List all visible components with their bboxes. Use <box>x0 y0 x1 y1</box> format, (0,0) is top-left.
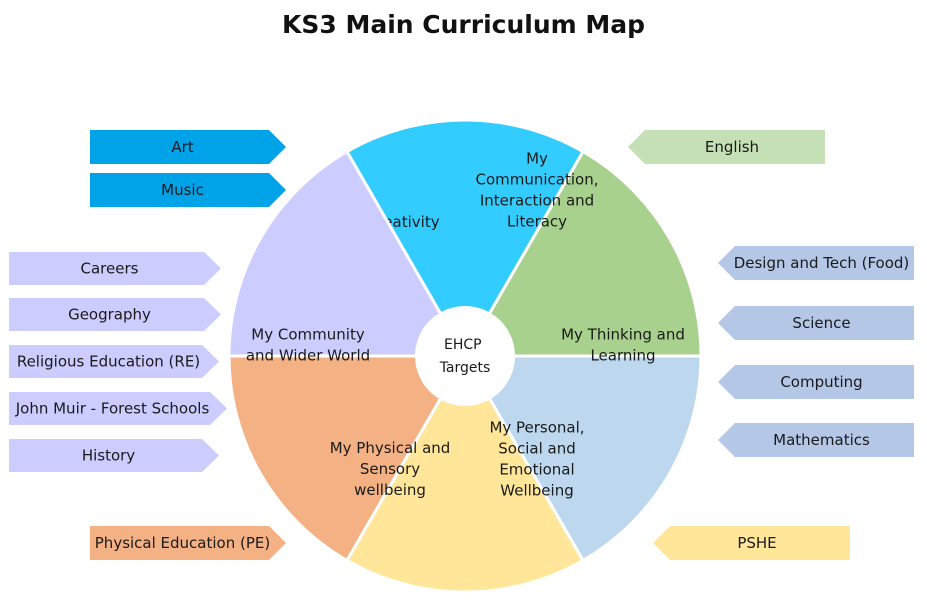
wheel-segment-label-line: Communication, <box>476 171 599 189</box>
subject-tag-shape <box>718 365 914 399</box>
subject-tag-shape <box>9 439 219 472</box>
subject-tag: Art <box>90 130 286 164</box>
subject-tag-shape <box>718 423 914 457</box>
subject-tag-label: PSHE <box>737 534 776 552</box>
wheel-segment-shape <box>463 354 703 562</box>
subject-tag-shape <box>90 526 286 560</box>
wheel-segment-label-line: My Personal, <box>489 419 584 437</box>
subject-tag-label: Careers <box>81 260 139 278</box>
center-circle <box>415 306 515 406</box>
subject-tag: Music <box>90 173 286 207</box>
wheel-segment-label-line: Learning <box>590 347 655 365</box>
subject-tag-label: Physical Education (PE) <box>95 534 270 552</box>
subject-tag: Science <box>718 306 914 340</box>
center-label-line: Targets <box>439 360 491 376</box>
subject-tag-shape <box>718 306 914 340</box>
wheel-segment-shape <box>227 150 467 358</box>
wheel-segment-shape <box>227 354 467 562</box>
center-label-line: EHCP <box>444 337 482 353</box>
wheel-segment-label-line: Literacy <box>507 213 567 231</box>
wheel-segment-label-line: wellbeing <box>354 481 426 499</box>
wheel-segment-label: My Community and Wider World <box>246 326 370 365</box>
subject-tag-label: Geography <box>68 306 151 324</box>
subject-tag-shape <box>9 345 219 378</box>
wheel-segment-shape <box>463 150 703 358</box>
subject-tag-label: Mathematics <box>773 431 870 449</box>
wheel-segment-community: My Community and Wider World <box>227 150 467 365</box>
subject-tag: Geography <box>9 298 221 331</box>
subject-tag: History <box>9 439 219 472</box>
subject-tag-label: Science <box>792 314 850 332</box>
wheel-segment-label-line: Interaction and <box>480 192 594 210</box>
subject-tag: English <box>628 130 825 164</box>
subject-tag-shape <box>9 298 221 331</box>
subject-tag: Design and Tech (Food) <box>718 246 914 280</box>
subject-tag-shape <box>90 130 286 164</box>
subject-tag: Computing <box>718 365 914 399</box>
subject-tag-label: John Muir - Forest Schools <box>15 400 210 418</box>
subject-tag: John Muir - Forest Schools <box>9 392 227 425</box>
wheel-segment-label-line: Sensory <box>360 460 420 478</box>
subject-tag-shape <box>718 246 914 280</box>
subject-tag-shape <box>653 526 850 560</box>
subject-tag-shape <box>90 173 286 207</box>
wheel-segment-shape <box>345 354 585 594</box>
subject-tag-shape <box>628 130 825 164</box>
subject-tag-label: Art <box>171 138 193 156</box>
page-title: KS3 Main Curriculum Map <box>281 10 646 39</box>
wheel-segment-label-line: Wellbeing <box>500 482 573 500</box>
wheel-segment-shape <box>345 118 585 358</box>
subject-tag-label: Music <box>161 181 204 199</box>
subject-tag-label: Design and Tech (Food) <box>734 254 910 272</box>
wheel-segment-label-line: Emotional <box>499 461 574 479</box>
subject-tag-shape <box>9 392 227 425</box>
subject-tag-label: History <box>82 447 135 465</box>
center-label: EHCP Targets <box>439 337 491 376</box>
wheel-segment-label-line: My Community <box>251 326 365 344</box>
wheel-segment-label-line: and Wider World <box>246 347 370 365</box>
wheel-segment-label-line: My Physical and <box>330 439 451 457</box>
subject-tag: PSHE <box>653 526 850 560</box>
wheel-segment-label-line: My <box>526 150 548 168</box>
wheel-segment-label-line: My Thinking and <box>561 326 685 344</box>
subject-tag: Mathematics <box>718 423 914 457</box>
subject-tag: Religious Education (RE) <box>9 345 219 378</box>
subject-tag-label: Religious Education (RE) <box>17 353 200 371</box>
subject-tag-shape <box>9 252 221 285</box>
subject-tag-label: English <box>705 138 759 156</box>
center-hub: EHCP Targets <box>415 306 515 406</box>
subject-tag: Physical Education (PE) <box>90 526 286 560</box>
subject-tag: Careers <box>9 252 221 285</box>
subject-tag-label: Computing <box>780 373 862 391</box>
wheel-segment-label-line: Social and <box>498 440 575 458</box>
